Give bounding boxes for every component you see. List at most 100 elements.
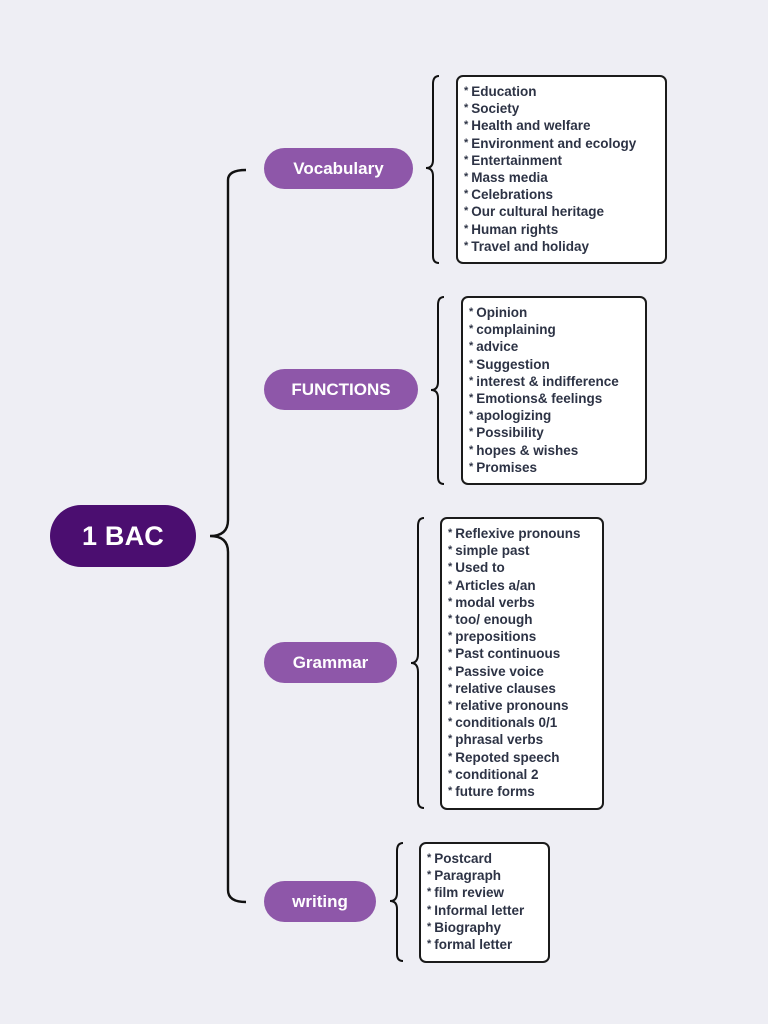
- bullet-star: *: [469, 323, 474, 336]
- bullet-star: *: [427, 920, 432, 933]
- bullet-star: *: [427, 869, 432, 882]
- bullet-star: *: [448, 681, 453, 694]
- branch-grammar: Grammar: [264, 642, 397, 683]
- list-item-text: Society: [471, 101, 520, 117]
- bullet-star: *: [469, 340, 474, 353]
- bullet-star: *: [448, 578, 453, 591]
- list-item: *relative pronouns: [448, 697, 602, 714]
- list-item-text: conditionals 0/1: [455, 715, 558, 731]
- list-item: *hopes & wishes: [469, 442, 645, 459]
- list-item: *Informal letter: [427, 902, 548, 919]
- root-node: 1 BAC: [50, 505, 196, 567]
- grammar-list: *Reflexive pronouns*simple past*Used to*…: [448, 525, 602, 800]
- list-item: *prepositions: [448, 628, 602, 645]
- list-item-text: Opinion: [476, 305, 528, 320]
- list-item: *Emotions& feelings: [469, 390, 645, 407]
- grammar-list-box: *Reflexive pronouns*simple past*Used to*…: [440, 517, 604, 810]
- bullet-star: *: [448, 664, 453, 677]
- list-item: *phrasal verbs: [448, 731, 602, 748]
- list-item: *Society: [464, 100, 665, 117]
- bullet-star: *: [469, 357, 474, 370]
- bullet-star: *: [464, 239, 469, 252]
- vocabulary-list: *Education*Society*Health and welfare*En…: [464, 83, 665, 255]
- list-item-text: Entertainment: [471, 152, 563, 168]
- list-item: *conditional 2: [448, 766, 602, 783]
- list-item: *too/ enough: [448, 611, 602, 628]
- bullet-star: *: [448, 767, 453, 780]
- list-item-text: Biography: [434, 919, 502, 935]
- list-item: *complaining: [469, 321, 645, 338]
- list-item-text: Articles a/an: [455, 577, 536, 593]
- list-item-text: advice: [476, 339, 519, 355]
- bullet-star: *: [464, 102, 469, 115]
- bullet-star: *: [469, 392, 474, 405]
- list-item-text: conditional 2: [455, 766, 539, 782]
- writing-list: *Postcard*Paragraph*film review*Informal…: [427, 850, 548, 953]
- list-item-text: formal letter: [434, 937, 513, 953]
- list-item-text: Possibility: [476, 425, 544, 441]
- writing-list-box: *Postcard*Paragraph*film review*Informal…: [419, 842, 550, 963]
- list-item: *Promises: [469, 459, 645, 476]
- bullet-star: *: [448, 561, 453, 574]
- list-item: *Reflexive pronouns: [448, 525, 602, 542]
- list-item: *Biography: [427, 919, 548, 936]
- functions-list: *Opinion*complaining*advice*Suggestion*i…: [469, 304, 645, 476]
- list-item: *Education: [464, 83, 665, 100]
- functions-brace: [430, 296, 445, 485]
- list-item: *Mass media: [464, 169, 665, 186]
- list-item-text: Human rights: [471, 221, 559, 237]
- list-item-text: Suggestion: [476, 356, 550, 372]
- list-item: *Travel and holiday: [464, 238, 665, 255]
- writing-brace: [389, 842, 404, 962]
- bullet-star: *: [469, 426, 474, 439]
- list-item: *apologizing: [469, 407, 645, 424]
- bullet-star: *: [469, 374, 474, 387]
- bullet-star: *: [448, 785, 453, 798]
- bullet-star: *: [448, 733, 453, 746]
- list-item-text: phrasal verbs: [455, 732, 544, 748]
- list-item-text: prepositions: [455, 629, 537, 645]
- list-item-text: Repoted speech: [455, 749, 560, 765]
- bullet-star: *: [464, 222, 469, 235]
- bullet-star: *: [427, 886, 432, 899]
- list-item: *film review: [427, 884, 548, 901]
- list-item: *Entertainment: [464, 152, 665, 169]
- list-item: *Passive voice: [448, 663, 602, 680]
- bullet-star: *: [464, 85, 469, 97]
- list-item: *Environment and ecology: [464, 135, 665, 152]
- list-item-text: Promises: [476, 459, 538, 475]
- bullet-star: *: [448, 750, 453, 763]
- list-item-text: Environment and ecology: [471, 135, 637, 151]
- list-item-text: Used to: [455, 560, 505, 576]
- list-item-text: relative pronouns: [455, 698, 569, 714]
- list-item: *Our cultural heritage: [464, 203, 665, 220]
- bullet-star: *: [469, 443, 474, 456]
- list-item-text: hopes & wishes: [476, 442, 579, 458]
- list-item: *formal letter: [427, 936, 548, 953]
- bullet-star: *: [469, 409, 474, 422]
- list-item: *modal verbs: [448, 594, 602, 611]
- branch-writing: writing: [264, 881, 376, 922]
- root-brace: [209, 168, 247, 904]
- bullet-star: *: [464, 136, 469, 149]
- list-item: *interest & indifference: [469, 373, 645, 390]
- bullet-star: *: [448, 613, 453, 626]
- list-item-text: Education: [471, 84, 537, 99]
- bullet-star: *: [448, 699, 453, 712]
- list-item: *Health and welfare: [464, 117, 665, 134]
- list-item: *Paragraph: [427, 867, 548, 884]
- branch-functions: FUNCTIONS: [264, 369, 418, 410]
- list-item: *future forms: [448, 783, 602, 800]
- list-item: *Postcard: [427, 850, 548, 867]
- bullet-star: *: [448, 630, 453, 643]
- bullet-star: *: [427, 903, 432, 916]
- bullet-star: *: [448, 595, 453, 608]
- bullet-star: *: [464, 205, 469, 218]
- list-item: *relative clauses: [448, 680, 602, 697]
- list-item-text: Passive voice: [455, 663, 544, 679]
- vocabulary-list-box: *Education*Society*Health and welfare*En…: [456, 75, 667, 264]
- bullet-star: *: [464, 119, 469, 132]
- list-item-text: modal verbs: [455, 594, 535, 610]
- list-item-text: Past continuous: [455, 646, 561, 662]
- list-item-text: Travel and holiday: [471, 238, 590, 254]
